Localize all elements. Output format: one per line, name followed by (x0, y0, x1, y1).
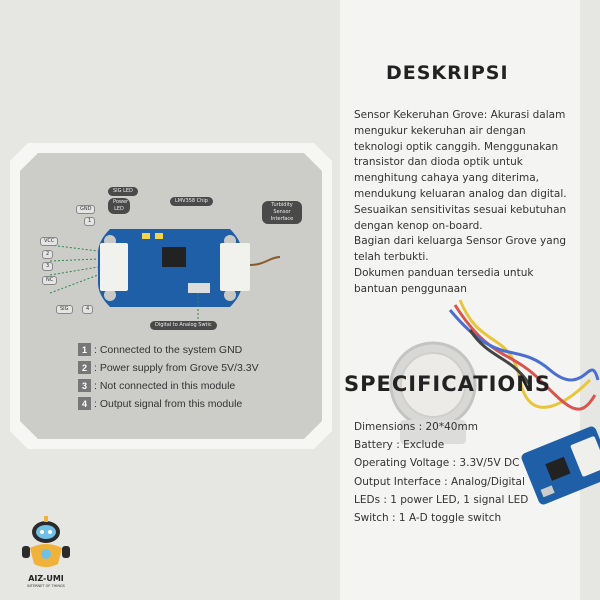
spec-item: Dimensions : 20*40mm (354, 421, 478, 433)
sensor-photo (389, 299, 600, 505)
logo-name: AIZ-UMI (28, 574, 64, 583)
pin-label-sig: SIG (56, 305, 73, 314)
pin-number-1: 1 (84, 217, 96, 226)
callout-power-led: Power LED (108, 198, 130, 214)
pin-label-nc: NC (42, 276, 58, 285)
legend-number: 1 (78, 343, 91, 356)
callout-sig-led: SIG LED (108, 187, 138, 196)
pin-number-2: 2 (42, 250, 54, 259)
callout-sensor-interface: Turbidity Sensor Interface (262, 201, 302, 224)
pin-label-vcc: VCC (40, 237, 59, 246)
legend-row-3: 3 : Not connected in this module (78, 379, 235, 392)
pin-number-3: 3 (42, 262, 54, 271)
specifications-list: Dimensions : 20*40mm Battery : Exclude O… (354, 418, 528, 527)
black-wire (468, 329, 532, 386)
legend-row-4: 4 : Output signal from this module (78, 397, 242, 410)
pin-number-4: 4 (82, 305, 94, 314)
turbidity-probe-image (389, 341, 477, 444)
legend-row-1: 1 : Connected to the system GND (78, 343, 242, 356)
legend-number: 4 (78, 397, 91, 410)
legend-text: : Not connected in this module (94, 379, 236, 392)
logo-tagline: INTERNET OF THINGS (27, 584, 65, 588)
legend-text: : Output signal from this module (94, 397, 243, 410)
legend-row-2: 2 : Power supply from Grove 5V/3.3V (78, 361, 259, 374)
brand-logo: AIZ-UMI INTERNET OF THINGS (16, 514, 76, 592)
pin-label-gnd: GND (76, 205, 96, 214)
grove-board-photo (521, 426, 600, 505)
grove-connector-right (220, 243, 250, 291)
lmv358-chip (162, 247, 186, 267)
deskripsi-paragraph: Sensor Kekeruhan Grove: Akurasi dalam me… (354, 109, 567, 232)
robot-mascot-icon (22, 516, 70, 567)
grove-turbidity-board (98, 229, 250, 307)
board-diagram-card: GND 1 VCC 2 3 NC SIG 4 SIG LED Power LED… (10, 143, 332, 449)
deskripsi-title: DESKRIPSI (386, 62, 509, 84)
red-wire (453, 304, 597, 411)
spec-item: Switch : 1 A-D toggle switch (354, 512, 502, 525)
blue-wire (448, 309, 600, 382)
deskripsi-paragraph: Bagian dari keluarga Sensor Grove yang t… (354, 235, 567, 264)
callout-lmv358-chip: LMV358 Chip (170, 197, 213, 206)
legend-text: : Power supply from Grove 5V/3.3V (94, 361, 259, 374)
legend-text: : Connected to the system GND (94, 343, 243, 356)
legend-number: 3 (78, 379, 91, 392)
deskripsi-paragraph: Dokumen panduan tersedia untuk bantuan p… (354, 266, 534, 295)
yellow-wire (458, 299, 592, 409)
spec-item: LEDs : 1 power LED, 1 signal LED (354, 493, 529, 506)
deskripsi-body: Sensor Kekeruhan Grove: Akurasi dalam me… (354, 108, 576, 298)
spec-item: Operating Voltage : 3.3V/5V DC (354, 457, 520, 470)
grove-connector-left (100, 243, 128, 291)
spec-item: Battery : Exclude (354, 439, 445, 452)
toggle-switch (188, 283, 210, 293)
specifications-title: SPECIFICATIONS (344, 372, 551, 396)
spec-item: Output Interface : Analog/Digital (354, 475, 525, 488)
legend-number: 2 (78, 361, 91, 374)
callout-switch: Digital to Analog Swtic (150, 321, 217, 330)
